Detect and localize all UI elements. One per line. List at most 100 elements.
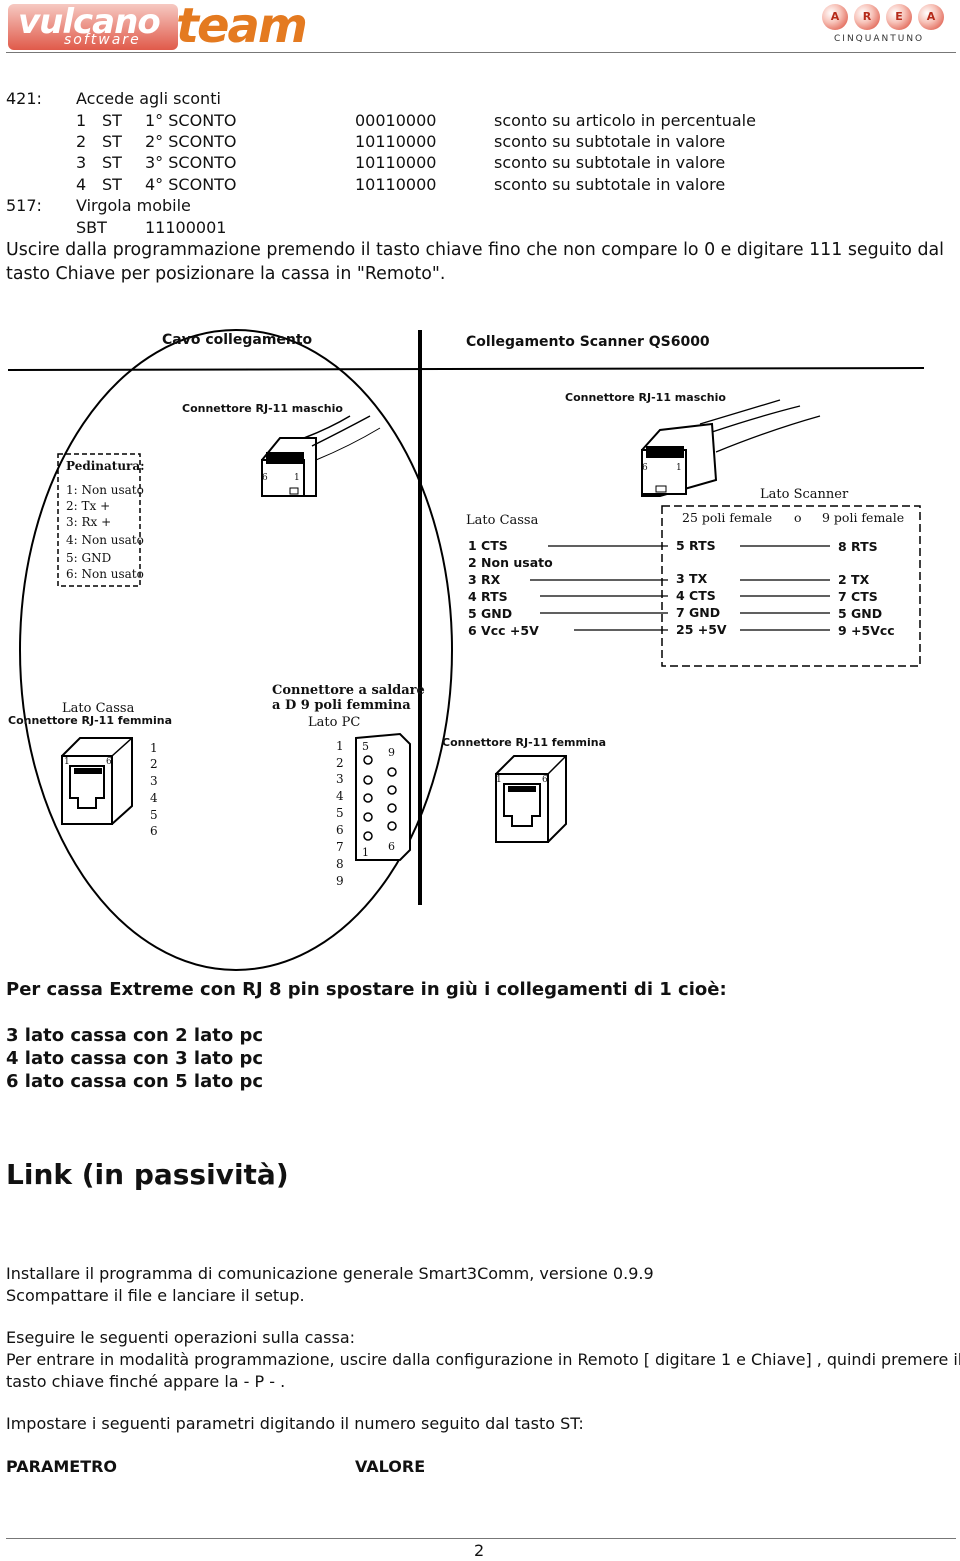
db9-number: 2 bbox=[336, 756, 344, 770]
db9-face-9: 9 bbox=[388, 746, 395, 759]
row-name: 4° SCONTO bbox=[145, 175, 237, 194]
db9-number: 5 bbox=[336, 806, 344, 820]
row-key: ST bbox=[102, 153, 122, 172]
row-value: 00010000 bbox=[355, 111, 437, 130]
row-value: 10110000 bbox=[355, 175, 437, 194]
logo-letter-a1: A bbox=[822, 4, 848, 30]
jack-number: 4 bbox=[150, 791, 158, 805]
row-value: 10110000 bbox=[355, 132, 437, 151]
extreme-line-3: 6 lato cassa con 5 lato pc bbox=[6, 1071, 264, 1092]
db9-title-3: Lato PC bbox=[308, 715, 360, 730]
scanner-header-9: 9 poli female bbox=[822, 510, 904, 525]
row-number: 2 bbox=[76, 132, 87, 151]
db9-title-2: a D 9 poli femmina bbox=[272, 698, 411, 713]
row-number: 1 bbox=[76, 111, 87, 130]
db25-pin: 4 CTS bbox=[676, 588, 716, 603]
link-p6: Impostare i seguenti parametri digitando… bbox=[6, 1414, 584, 1433]
link-p5: tasto chiave finché appare la - P - . bbox=[6, 1372, 286, 1391]
bottom-left-rj11-female-label: Connettore RJ-11 femmina bbox=[8, 714, 172, 727]
right-plug-pin6: 6 bbox=[642, 463, 648, 473]
scanner-box: Lato Scanner 25 poli female o 9 poli fem… bbox=[661, 487, 921, 667]
db25-pin: 3 TX bbox=[676, 571, 708, 586]
divider-horizontal bbox=[7, 367, 925, 371]
lato-scanner-label: Lato Scanner bbox=[760, 487, 849, 502]
param-421-label: Accede agli sconti bbox=[76, 89, 221, 108]
link-p3: Eseguire le seguenti operazioni sulla ca… bbox=[6, 1328, 356, 1347]
right-rj11-male-plug: 6 1 bbox=[641, 399, 821, 497]
param-421-code: 421: bbox=[6, 89, 42, 108]
db9-title-1: Connettore a saldare bbox=[272, 683, 425, 698]
pinout-line: 4: Non usato bbox=[66, 533, 144, 547]
row-number: 4 bbox=[76, 175, 87, 194]
bottom-lato-cassa-label: Lato Cassa bbox=[62, 701, 135, 716]
extreme-line-1: 3 lato cassa con 2 lato pc bbox=[6, 1025, 264, 1046]
pinout-line: 5: GND bbox=[66, 551, 111, 565]
row-value: 10110000 bbox=[355, 153, 437, 172]
right-rj11-female-jack: 1 6 bbox=[495, 755, 567, 843]
logo-vulcano-text: vulcano bbox=[18, 2, 161, 42]
logo-cinquantuno-text: CINQUANTUNO bbox=[834, 34, 925, 44]
db9-pin: 7 CTS bbox=[838, 589, 878, 604]
db9-number: 8 bbox=[336, 857, 344, 871]
row-name: 3° SCONTO bbox=[145, 153, 237, 172]
db9-pin: 2 TX bbox=[838, 572, 870, 587]
db9-number: 3 bbox=[336, 772, 344, 786]
jack-number: 5 bbox=[150, 808, 158, 822]
row-desc: sconto su subtotale in valore bbox=[494, 153, 726, 172]
link-title: Link (in passività) bbox=[6, 1158, 289, 1191]
db9-pin: 8 RTS bbox=[838, 539, 878, 554]
db9-pin: 9 +5Vcc bbox=[838, 623, 895, 638]
logo-letter-r: R bbox=[854, 4, 880, 30]
db9-number: 7 bbox=[336, 840, 344, 854]
logo-team-text: team bbox=[176, 0, 308, 54]
extreme-line-2: 4 lato cassa con 3 lato pc bbox=[6, 1048, 264, 1069]
param-517-value: 11100001 bbox=[145, 218, 227, 237]
link-p1: Installare il programma di comunicazione… bbox=[6, 1264, 654, 1283]
lato-cassa-label: Lato Cassa bbox=[466, 513, 539, 528]
row-key: ST bbox=[102, 175, 122, 194]
db9-face-6: 6 bbox=[388, 840, 395, 853]
jack-number: 3 bbox=[150, 774, 158, 788]
instructions-line-1: Uscire dalla programmazione premendo il … bbox=[6, 240, 944, 260]
db25-pin: 5 RTS bbox=[676, 538, 716, 553]
right-plug-pin1: 1 bbox=[676, 463, 682, 473]
wiring-diagram: Cavo collegamento Collegamento Scanner Q… bbox=[7, 329, 925, 971]
left-jack-pin1: 1 bbox=[64, 757, 70, 767]
page-number: 2 bbox=[474, 1541, 485, 1560]
right-jack-pin6: 6 bbox=[542, 775, 548, 785]
scanner-header-25: 25 poli female bbox=[682, 510, 772, 525]
extreme-title: Per cassa Extreme con RJ 8 pin spostare … bbox=[6, 979, 727, 1000]
left-plug-pin6: 6 bbox=[262, 473, 268, 483]
cassa-pin: 1 CTS bbox=[468, 538, 508, 553]
db9-connector-face: 5 9 1 6 bbox=[355, 732, 411, 861]
row-name: 1° SCONTO bbox=[145, 111, 237, 130]
cassa-pin: 4 RTS bbox=[468, 589, 508, 604]
row-name: 2° SCONTO bbox=[145, 132, 237, 151]
row-desc: sconto su subtotale in valore bbox=[494, 132, 726, 151]
highlight-ellipse bbox=[19, 329, 453, 971]
param-517-label: Virgola mobile bbox=[76, 196, 191, 215]
left-rj11-female-jack: 1 6 bbox=[61, 737, 133, 825]
left-plug-pin1: 1 bbox=[294, 473, 300, 483]
jack-number: 6 bbox=[150, 824, 158, 838]
pinout-box: Pedinatura: 1: Non usato 2: Tx + 3: Rx +… bbox=[57, 453, 145, 587]
right-rj11-male-label: Connettore RJ-11 maschio bbox=[565, 391, 726, 404]
db9-face-1: 1 bbox=[362, 846, 369, 859]
db9-number: 4 bbox=[336, 789, 344, 803]
db9-number: 6 bbox=[336, 823, 344, 837]
area-cinquantuno-logo: A R E A CINQUANTUNO bbox=[820, 4, 950, 46]
pinout-line: 2: Tx + bbox=[66, 499, 110, 513]
row-key: ST bbox=[102, 132, 122, 151]
vulcano-team-logo: vulcano software team bbox=[8, 0, 308, 54]
right-title: Collegamento Scanner QS6000 bbox=[466, 334, 710, 350]
left-rj11-male-plug: 6 1 bbox=[261, 415, 381, 497]
value-col-header: VALORE bbox=[355, 1457, 426, 1476]
row-number: 3 bbox=[76, 153, 87, 172]
param-517-code: 517: bbox=[6, 196, 42, 215]
param-col-header: PARAMETRO bbox=[6, 1457, 118, 1476]
scanner-header-or: o bbox=[794, 510, 802, 525]
pinout-title: Pedinatura: bbox=[66, 459, 145, 473]
pinout-line: 1: Non usato bbox=[66, 483, 144, 497]
pinout-line: 3: Rx + bbox=[66, 515, 111, 529]
db9-face-5: 5 bbox=[362, 740, 369, 753]
